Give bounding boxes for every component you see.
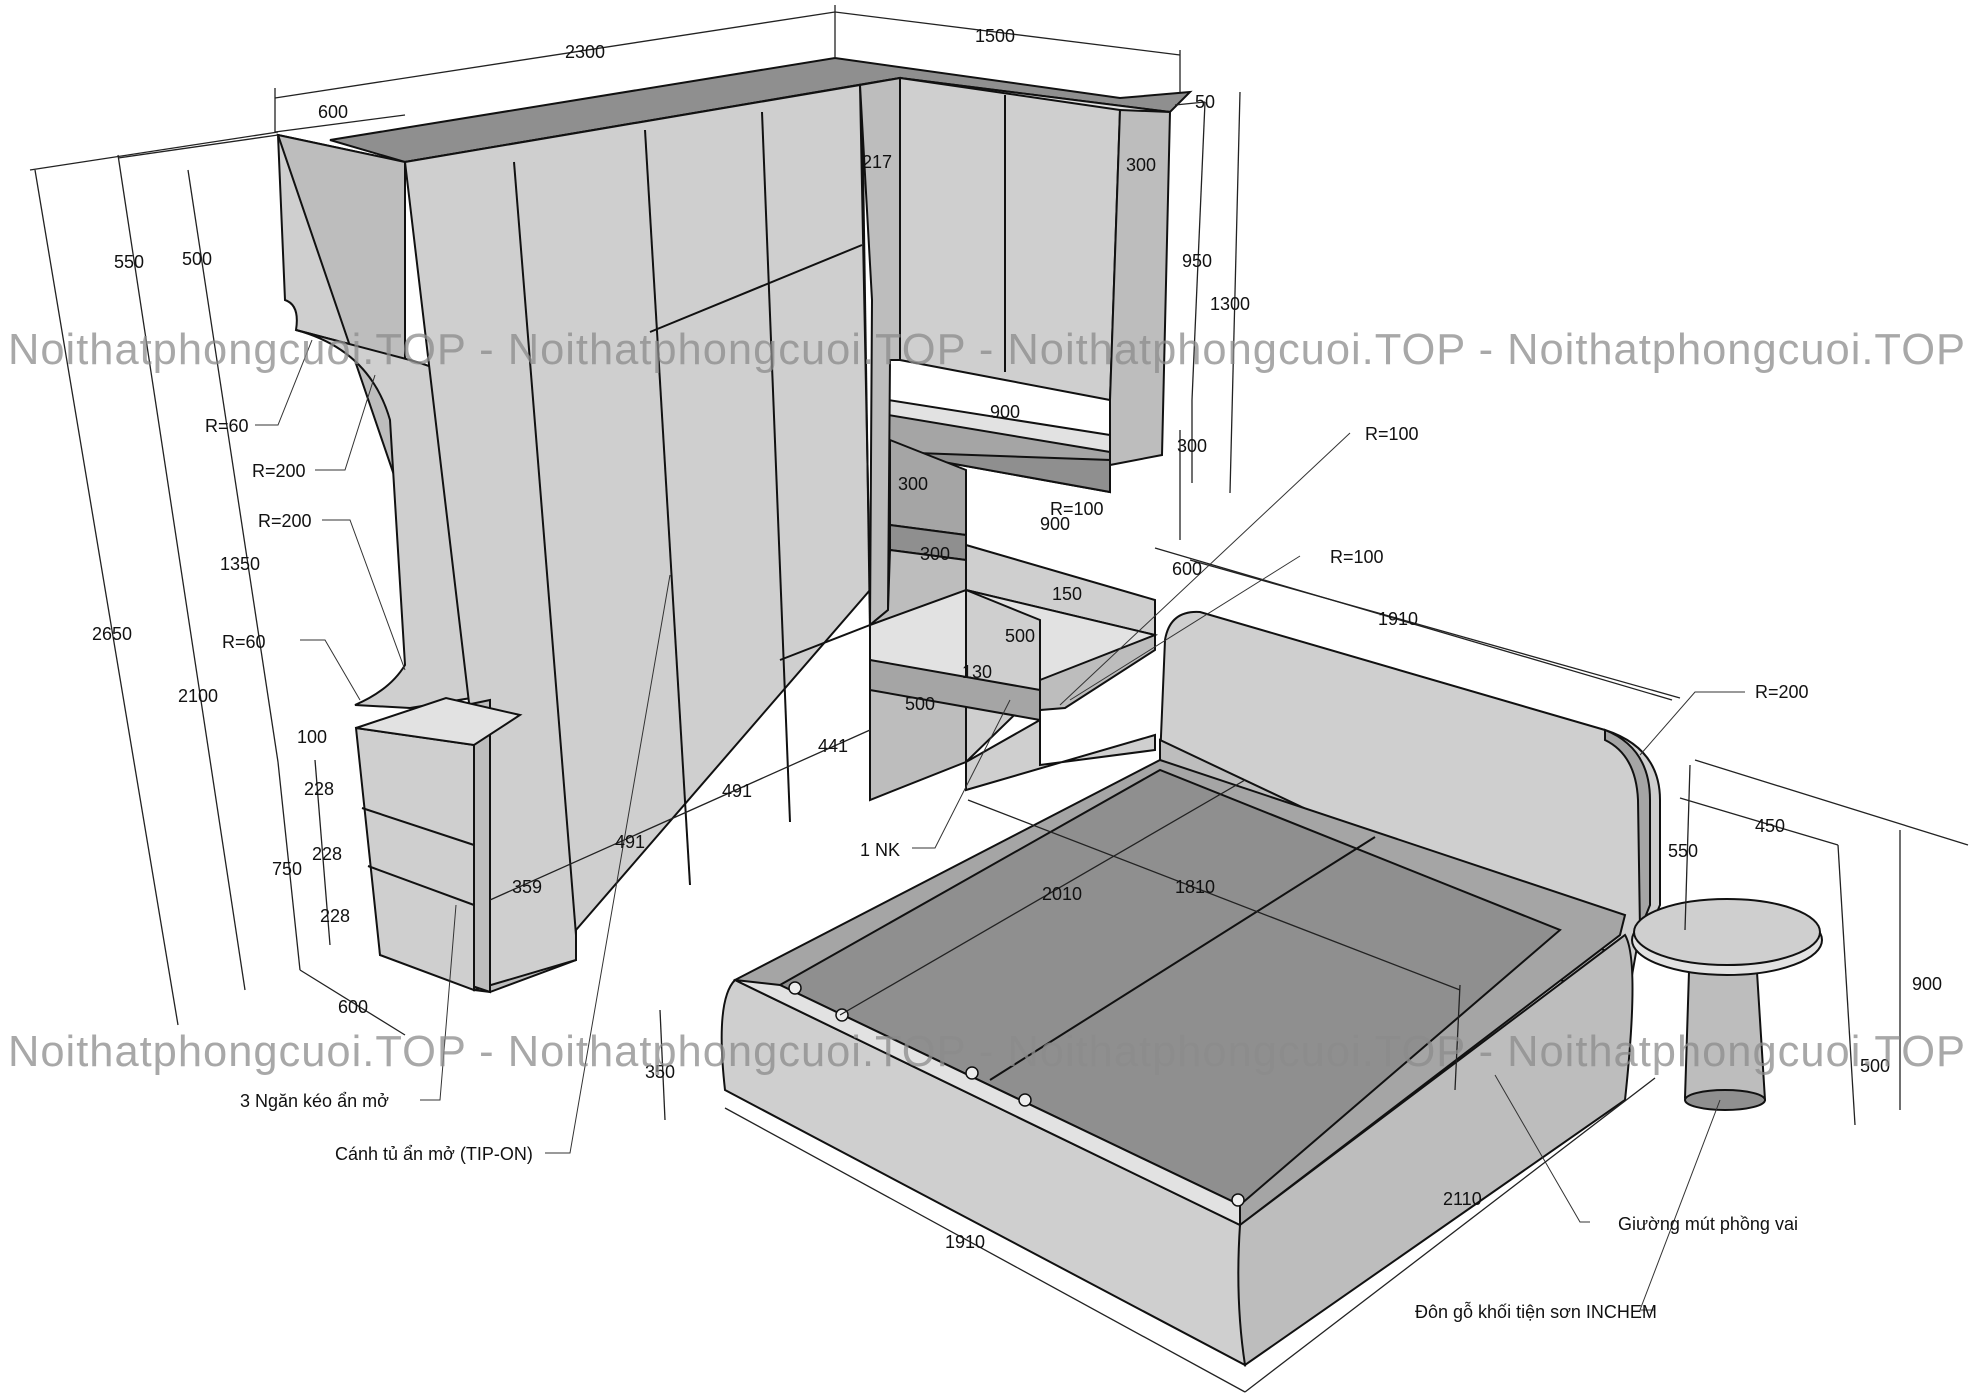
dim-300-right: 300 (1126, 155, 1156, 175)
bed-drawing (720, 610, 1661, 1367)
dim-441: 441 (818, 736, 848, 756)
dim-2100: 2100 (178, 686, 218, 706)
note-labels: 1 NK 3 Ngăn kéo ẩn mở Cánh tủ ẩn mở (TIP… (240, 840, 1798, 1322)
dim-750: 750 (272, 859, 302, 879)
dim-450-stool: 450 (1755, 816, 1785, 836)
dim-r60-low: R=60 (222, 632, 266, 652)
dim-491-b: 491 (722, 781, 752, 801)
dim-2110: 2110 (1443, 1189, 1482, 1209)
dim-600-desk: 600 (1172, 559, 1202, 579)
note-bed: Giường mút phồng vai (1618, 1214, 1798, 1234)
dim-r100-shelf: R=100 (1050, 499, 1104, 519)
dim-217: 217 (862, 152, 892, 172)
note-tip-on: Cánh tủ ẩn mở (TIP-ON) (335, 1144, 533, 1164)
dim-359: 359 (512, 877, 542, 897)
dim-1910-top: 1910 (1378, 609, 1418, 629)
dim-228-c: 228 (320, 906, 350, 926)
stool-drawing (1631, 898, 1823, 1111)
dim-491-a: 491 (615, 832, 645, 852)
dim-228-a: 228 (304, 779, 334, 799)
dim-r200-top: R=200 (252, 461, 306, 481)
dim-300-desk-b: 300 (920, 544, 950, 564)
dim-r200-low: R=200 (258, 511, 312, 531)
dim-1810: 1810 (1175, 877, 1215, 897)
dim-950: 950 (1182, 251, 1212, 271)
dim-100: 100 (297, 727, 327, 747)
dim-500: 500 (182, 249, 212, 269)
dim-r100-desk-top: R=100 (1365, 424, 1419, 444)
dim-550-head: 550 (1668, 841, 1698, 861)
note-stool: Đôn gỗ khối tiện sơn INCHEM (1415, 1301, 1657, 1322)
leader-lines (255, 339, 1745, 1311)
dim-600-base: 600 (338, 997, 368, 1017)
dim-r60-top: R=60 (205, 416, 249, 436)
dim-350: 350 (645, 1062, 675, 1082)
dim-500-stool: 500 (1860, 1056, 1890, 1076)
dim-2650: 2650 (92, 624, 132, 644)
dim-1910-front: 1910 (945, 1232, 985, 1252)
watermarks: Noithatphongcuoi.TOP - Noithatphongcuoi.… (8, 325, 1966, 1076)
note-drawers: 3 Ngăn kéo ẩn mở (240, 1091, 389, 1111)
watermark-bottom: Noithatphongcuoi.TOP - Noithatphongcuoi.… (8, 1027, 1966, 1076)
dim-130-desk: 130 (962, 662, 992, 682)
dimension-lines (29, 5, 1969, 1393)
wardrobe-drawing (276, 56, 1193, 994)
note-nk: 1 NK (860, 840, 900, 860)
dim-500-lower: 500 (905, 694, 935, 714)
dim-1300: 1300 (1210, 294, 1250, 314)
dimension-labels: 2300 1500 600 50 217 300 550 500 950 130… (92, 26, 1942, 1252)
dim-900-shelf: 900 (990, 402, 1020, 422)
dim-600-top: 600 (318, 102, 348, 122)
dim-1350: 1350 (220, 554, 260, 574)
dim-150-desk: 150 (1052, 584, 1082, 604)
watermark-top: Noithatphongcuoi.TOP - Noithatphongcuoi.… (8, 325, 1966, 374)
dim-2010: 2010 (1042, 884, 1082, 904)
dim-900-stool: 900 (1912, 974, 1942, 994)
dim-r100-desk: R=100 (1330, 547, 1384, 567)
dim-900-desk: 900 (1040, 514, 1070, 534)
dim-r200-bed: R=200 (1755, 682, 1809, 702)
dim-300-desk-a: 300 (898, 474, 928, 494)
dim-50: 50 (1195, 92, 1215, 112)
dim-2300: 2300 (565, 42, 605, 62)
dim-1500: 1500 (975, 26, 1015, 46)
dim-228-b: 228 (312, 844, 342, 864)
dim-550: 550 (114, 252, 144, 272)
dim-500-desk: 500 (1005, 626, 1035, 646)
dim-300-cab: 300 (1177, 436, 1207, 456)
